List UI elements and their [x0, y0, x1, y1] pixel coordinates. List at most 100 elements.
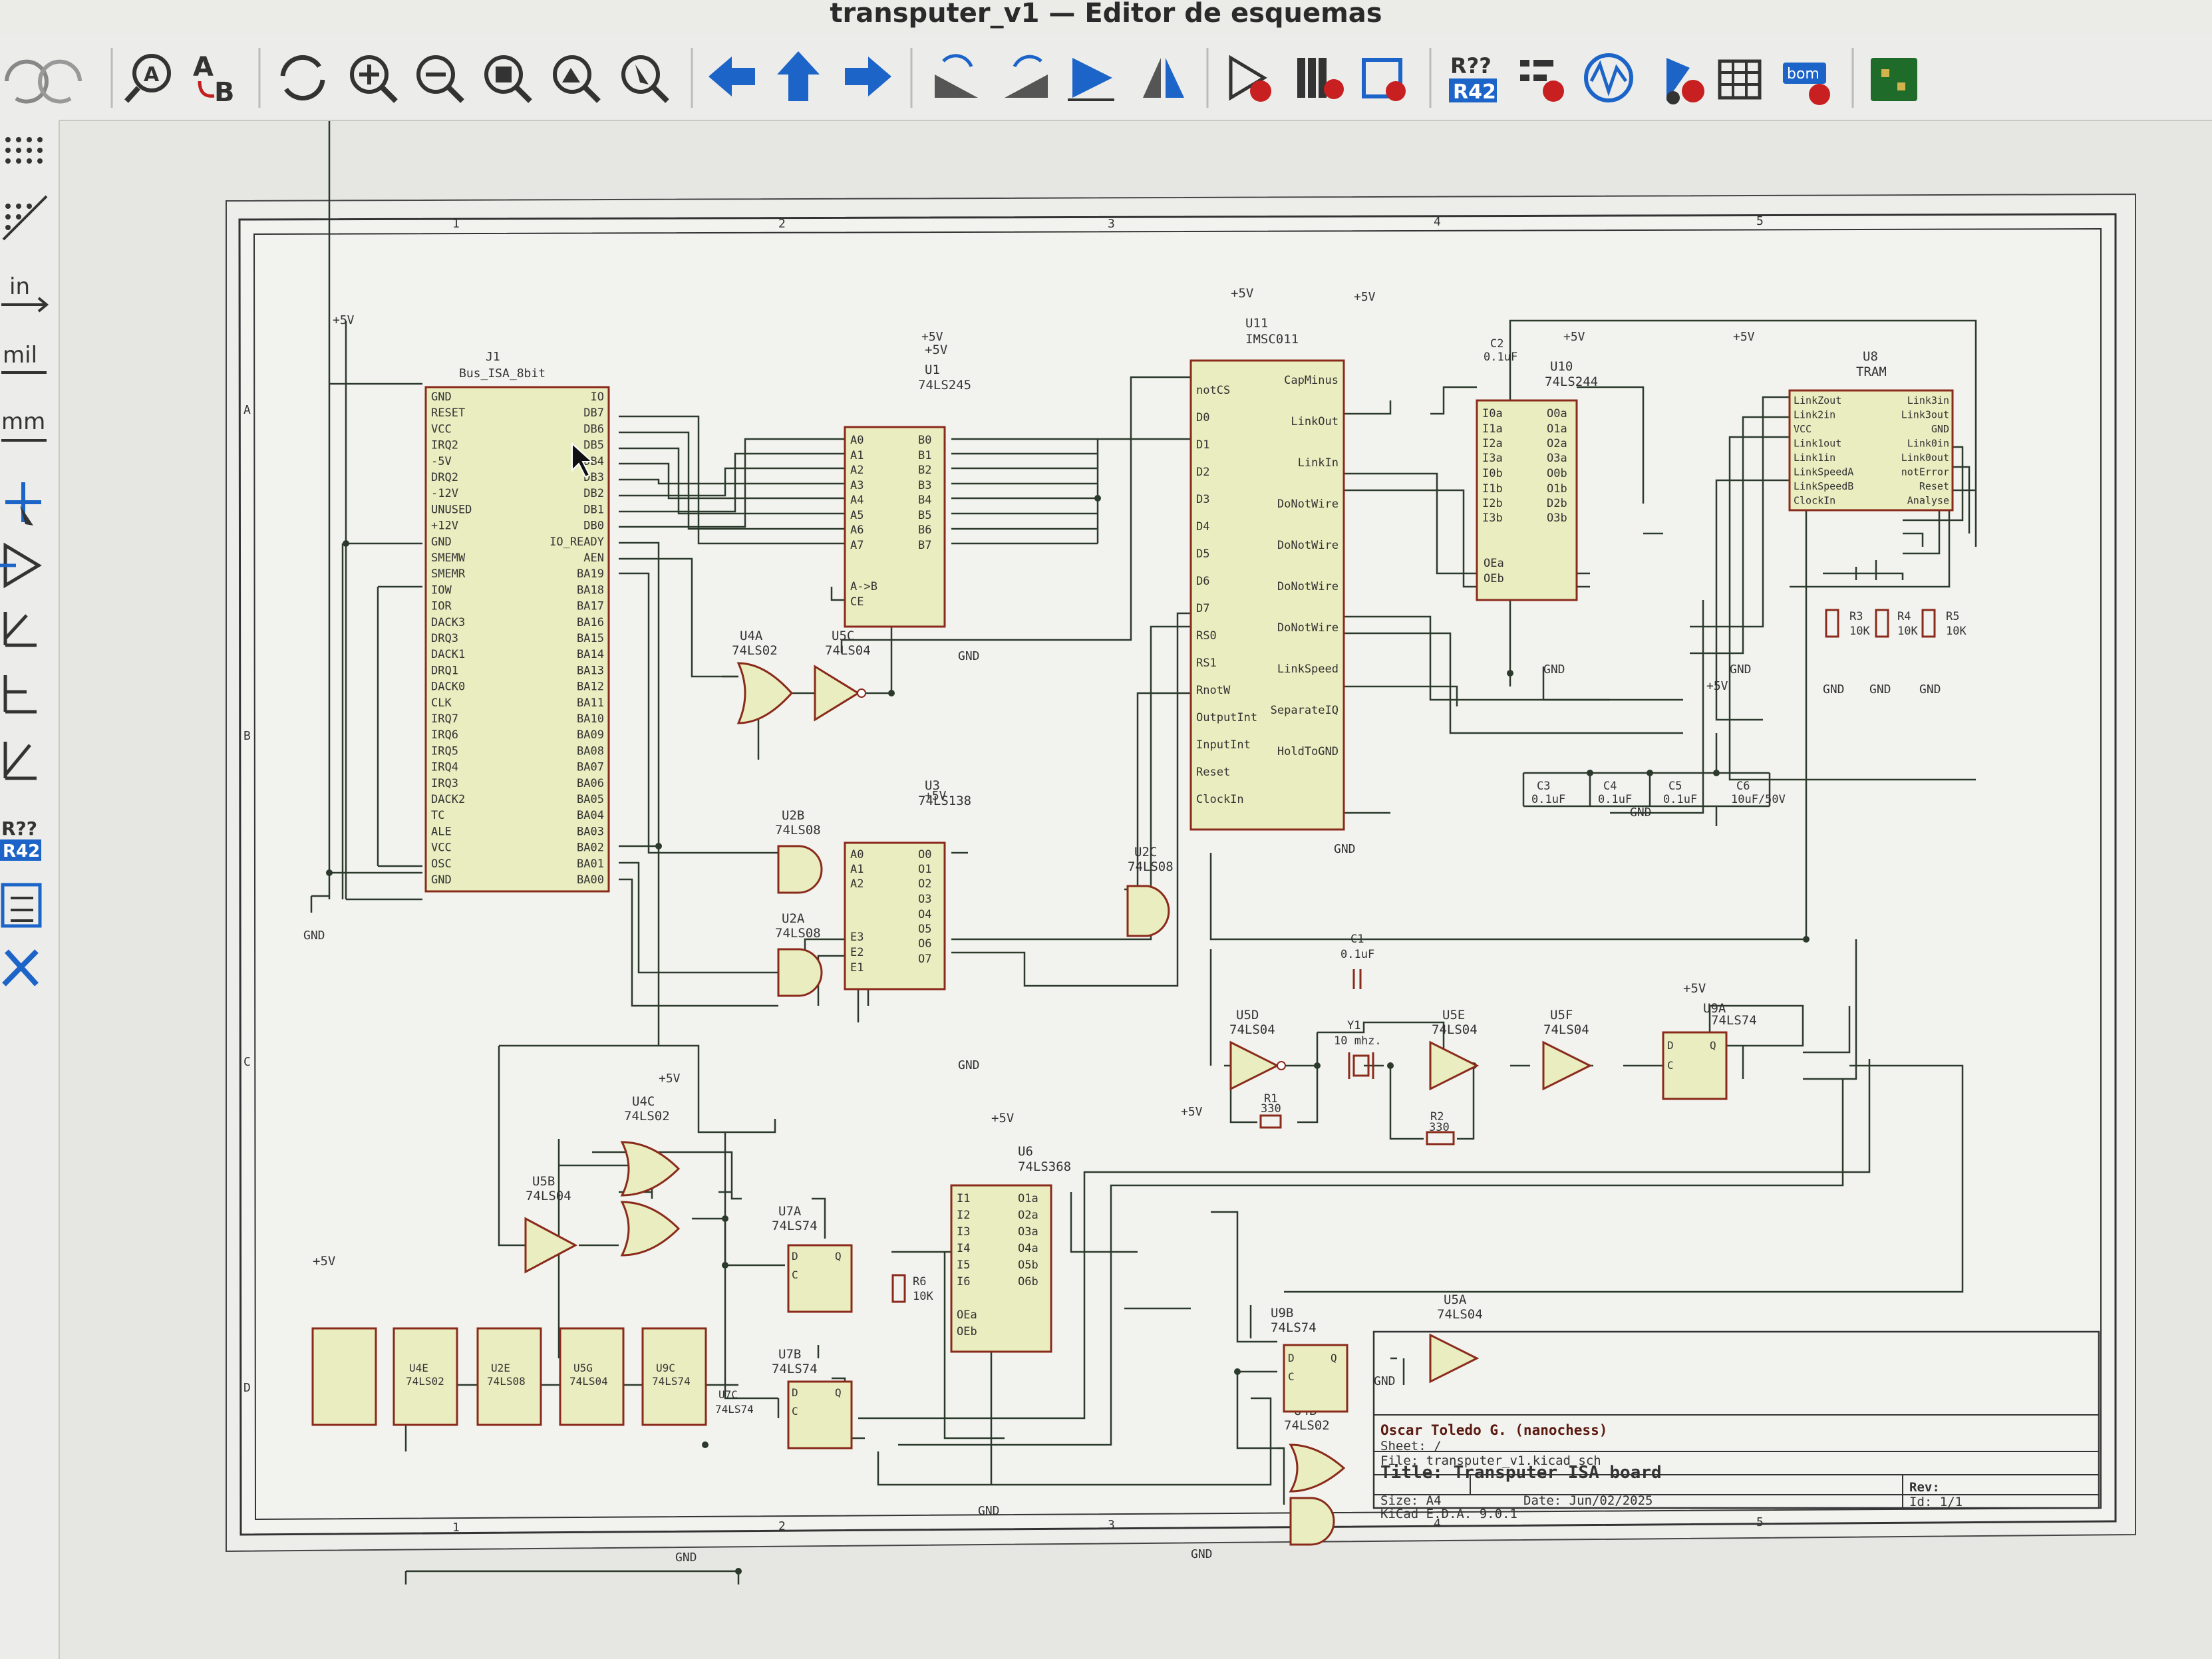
rotate-ccw-icon[interactable] — [935, 54, 978, 98]
u6-ref: U6 — [1018, 1144, 1033, 1159]
u11-right-pin: HoldToGND — [1277, 745, 1339, 758]
svg-text:GND: GND — [1630, 806, 1652, 820]
properties-tools-icon[interactable] — [2, 949, 39, 986]
j1-left-pin: TC — [431, 809, 444, 822]
u8-left-pin: ClockIn — [1794, 495, 1835, 507]
arrow-left-icon[interactable] — [709, 57, 755, 96]
mirror-vertical-icon[interactable] — [1068, 58, 1114, 101]
units-mil-button[interactable]: mil — [1, 342, 47, 374]
svg-text:B4: B4 — [918, 494, 931, 507]
u11-left-pin: ClockIn — [1196, 793, 1244, 806]
refresh-icon[interactable] — [280, 55, 325, 101]
svg-text:2: 2 — [778, 217, 786, 231]
arrow-up-icon[interactable] — [777, 51, 820, 101]
show-pins-icon[interactable] — [0, 542, 42, 589]
svg-text:A: A — [144, 63, 160, 86]
erc-icon[interactable] — [1520, 60, 1564, 102]
j1-right-pin: IO_READY — [550, 535, 604, 549]
svg-text:R1: R1 — [1264, 1092, 1277, 1106]
units-inch-button[interactable]: in — [1, 273, 49, 313]
svg-text:O3b: O3b — [1547, 512, 1567, 525]
footprint-editor-icon[interactable] — [1362, 58, 1406, 101]
bom-icon[interactable]: bom — [1783, 63, 1830, 105]
hierarchy-navigator-icon[interactable] — [1, 883, 42, 928]
j1-left-pin: ALE — [431, 825, 452, 838]
line-mode-free-icon[interactable] — [3, 612, 37, 647]
ic-u11[interactable]: U11 IMSC011 +5V notCSD0D1D2D3D4D5D6D7RS0… — [1189, 286, 1345, 831]
svg-text:I3b: I3b — [1482, 512, 1503, 525]
svg-text:A0: A0 — [850, 434, 864, 447]
symbol-editor-icon[interactable] — [1229, 55, 1271, 102]
find-replace-icon[interactable]: AB — [193, 52, 235, 108]
line-mode-45-icon[interactable] — [3, 742, 37, 780]
gate-u4b[interactable] — [620, 1201, 681, 1257]
title-block: Oscar Toledo G. (nanochess) Sheet: / Fil… — [1372, 1330, 2100, 1521]
annotate-side-icon[interactable]: R?? R42 — [0, 818, 41, 861]
connector-j1[interactable]: J1 Bus_ISA_8bit GNDRESETVCCIRQ2-5VDRQ2-1… — [424, 350, 610, 893]
svg-text:B2: B2 — [918, 464, 931, 477]
svg-text:74LS04: 74LS04 — [1437, 1307, 1483, 1322]
svg-text:in: in — [9, 273, 30, 300]
units-mm-button[interactable]: mm — [1, 408, 47, 442]
svg-text:Y1: Y1 — [1347, 1019, 1360, 1032]
svg-text:B: B — [214, 77, 235, 108]
crystal-y1[interactable]: Y1 10 mhz. — [1334, 1019, 1382, 1079]
svg-text:I3: I3 — [957, 1225, 970, 1239]
capacitor-c1[interactable]: C1 0.1uF — [1341, 933, 1374, 989]
grid-icon[interactable] — [5, 137, 43, 164]
mirror-horizontal-icon[interactable] — [1143, 58, 1184, 98]
svg-text:Q: Q — [1331, 1352, 1337, 1364]
zoom-selection-icon[interactable] — [621, 55, 669, 103]
left-toolbar: in mil mm R?? R42 — [0, 120, 60, 1659]
fields-table-icon[interactable] — [1718, 59, 1762, 100]
zoom-in-icon[interactable] — [350, 55, 398, 103]
svg-text:O5b: O5b — [1018, 1259, 1038, 1272]
cursor-full-crosshair-icon[interactable] — [5, 482, 41, 526]
annotate-icon[interactable]: R?? R42 — [1449, 53, 1497, 104]
u11-left-pin: RS1 — [1196, 657, 1217, 670]
module-u8-tram[interactable]: U8 TRAM LinkZoutLink2inVCCLink1outLink1i… — [1788, 349, 1954, 512]
u11-right-pin: DoNotWire — [1277, 539, 1339, 552]
redo-icon[interactable] — [38, 59, 82, 104]
rotate-cw-icon[interactable] — [1005, 55, 1048, 98]
svg-text:O0: O0 — [918, 848, 931, 861]
svg-text:74LS02: 74LS02 — [406, 1375, 444, 1388]
arrow-right-icon[interactable] — [845, 57, 891, 96]
symbol-library-icon[interactable] — [1297, 58, 1344, 99]
zoom-out-icon[interactable] — [416, 55, 464, 103]
svg-text:A5: A5 — [850, 509, 864, 522]
zoom-objects-icon[interactable] — [553, 55, 601, 103]
gate-u2d[interactable]: U4B74LS02 — [1284, 1404, 1346, 1546]
simulator-icon[interactable] — [1584, 53, 1633, 102]
svg-text:U2A: U2A — [782, 911, 805, 926]
j1-left-pin: IRQ7 — [431, 712, 458, 726]
u8-left-pin: Link2in — [1794, 409, 1835, 421]
overridden-grid-icon[interactable] — [2, 195, 48, 241]
zoom-fit-icon[interactable] — [484, 55, 532, 103]
pcb-editor-icon[interactable] — [1871, 58, 1917, 101]
svg-text:O1b: O1b — [1547, 482, 1567, 496]
line-mode-90-icon[interactable] — [3, 675, 37, 714]
assign-footprints-icon[interactable] — [1666, 58, 1704, 104]
find-icon[interactable]: A — [124, 54, 171, 103]
